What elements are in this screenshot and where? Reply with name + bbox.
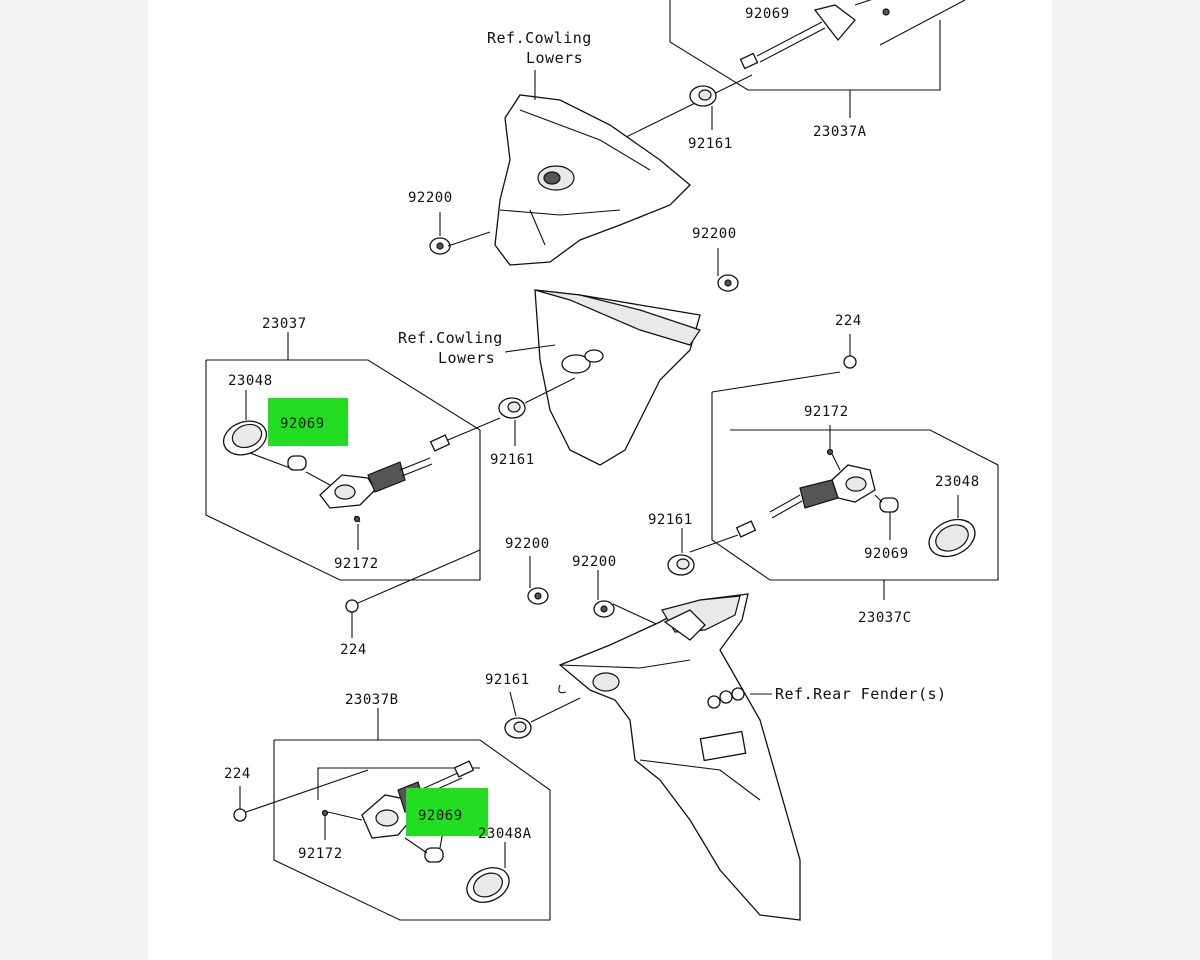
rear-fender <box>558 593 801 921</box>
grommet-92161-b <box>498 397 526 419</box>
label-23048-left: 23048 <box>228 373 273 389</box>
label-23037C: 23037C <box>858 610 912 626</box>
label-92161-a: 92161 <box>688 136 733 152</box>
cowling-lower-mid <box>534 289 701 466</box>
ref-rear-fender: Ref.Rear Fender(s) <box>775 685 947 703</box>
parts-diagram: 92069 23037A 92161 Ref.Cowling Lowers 92… <box>148 0 1052 960</box>
label-23037B: 23037B <box>345 692 399 708</box>
label-92172-right: 92172 <box>804 404 849 420</box>
bolt-224-left <box>345 549 481 613</box>
screw-92200-d <box>593 600 615 618</box>
label-23037A: 23037A <box>813 124 867 140</box>
assembly-23037A <box>669 0 966 118</box>
label-23048-right: 23048 <box>935 474 980 490</box>
ref-cowling-top-line1: Ref.Cowling <box>487 29 592 47</box>
diagram-svg: 92069 23037A 92161 Ref.Cowling Lowers 92… <box>205 0 999 921</box>
screw-92200-b <box>717 274 739 292</box>
assembly-23037 <box>205 332 501 581</box>
label-92069-top: 92069 <box>745 6 790 22</box>
cowling-lower-top <box>494 94 691 266</box>
label-92200-c: 92200 <box>505 536 550 552</box>
label-224-right: 224 <box>835 313 862 329</box>
label-92161-d: 92161 <box>485 672 530 688</box>
ref-cowling-mid-line2: Lowers <box>438 349 495 367</box>
bolt-224-bottom <box>233 769 369 822</box>
label-92172-bottom: 92172 <box>298 846 343 862</box>
label-23037: 23037 <box>262 316 307 332</box>
assembly-23037C <box>689 371 999 600</box>
label-92069-left: 92069 <box>280 416 325 432</box>
grommet-92161-c <box>667 554 695 576</box>
label-92200-b: 92200 <box>692 226 737 242</box>
label-23048A: 23048A <box>478 826 532 842</box>
label-92069-bottom: 92069 <box>418 808 463 824</box>
ref-cowling-mid-line1: Ref.Cowling <box>398 329 503 347</box>
grommet-92161-d <box>504 717 532 739</box>
label-92200-d: 92200 <box>572 554 617 570</box>
ref-cowling-top-line2: Lowers <box>526 49 583 67</box>
label-224-left: 224 <box>340 642 367 658</box>
highlight-92069-left <box>268 398 348 446</box>
screw-92200-a <box>429 237 451 255</box>
grommet-92161-a <box>689 85 717 107</box>
label-92161-b: 92161 <box>490 452 535 468</box>
label-92161-c: 92161 <box>648 512 693 528</box>
label-224-bottom: 224 <box>224 766 251 782</box>
screw-92200-c <box>527 587 549 605</box>
assembly-23037B <box>273 708 551 921</box>
label-92069-right: 92069 <box>864 546 909 562</box>
label-92200-a: 92200 <box>408 190 453 206</box>
label-92172-left: 92172 <box>334 556 379 572</box>
bolt-224-right <box>843 355 857 369</box>
highlight-92069-bottom <box>406 788 488 836</box>
